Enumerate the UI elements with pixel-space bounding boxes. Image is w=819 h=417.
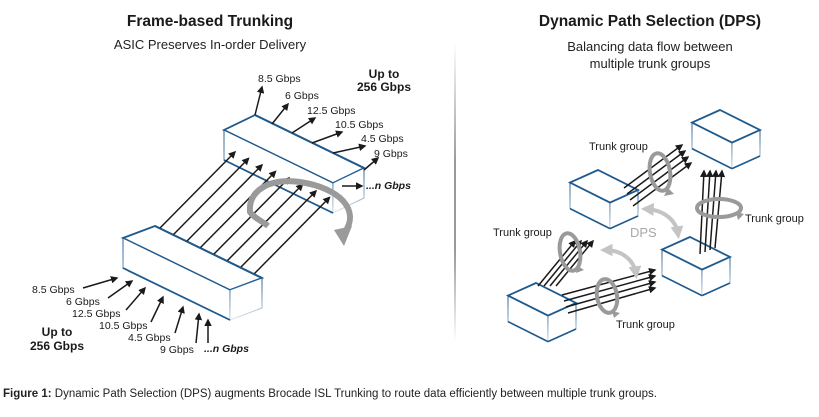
egress-rate-label: 10.5 Gbps bbox=[335, 119, 383, 131]
dps-label: DPS bbox=[630, 225, 657, 240]
rotation-arrow-tail-icon bbox=[247, 210, 270, 229]
trunk-arrow bbox=[567, 286, 657, 314]
figure-caption-text: Dynamic Path Selection (DPS) augments Br… bbox=[51, 388, 657, 400]
dps-subtitle-line2: multiple trunk groups bbox=[589, 56, 711, 71]
ingress-arrow bbox=[174, 305, 185, 334]
trunk-arrow bbox=[709, 169, 720, 251]
total-bandwidth-top-line2: 256 Gbps bbox=[357, 80, 411, 94]
panel-divider bbox=[454, 42, 456, 342]
switch-box-mid-right bbox=[659, 236, 733, 297]
trunk-arrow bbox=[537, 239, 576, 287]
ingress-rate-label: 6 Gbps bbox=[66, 296, 100, 308]
ingress-arrow bbox=[82, 276, 119, 289]
frame-trunking-title: Frame-based Trunking bbox=[126, 13, 294, 30]
ingress-rate-label: 9 Gbps bbox=[160, 344, 194, 356]
trunk-arrow bbox=[714, 169, 726, 249]
trunk-arrow bbox=[629, 156, 690, 201]
trunk-link-arrow bbox=[172, 157, 250, 236]
trunk-group-label: Trunk group bbox=[589, 141, 648, 153]
egress-arrow bbox=[254, 85, 265, 116]
dps-balance-arrows bbox=[599, 203, 684, 280]
trunk-rotation-icons bbox=[557, 151, 744, 318]
total-bandwidth-bottom-line1: Up to bbox=[42, 325, 73, 339]
egress-arrow bbox=[291, 117, 317, 134]
total-bandwidth-bottom-line2: 256 Gbps bbox=[30, 339, 84, 353]
trunk-link-arrow bbox=[186, 163, 264, 242]
ingress-arrow bbox=[125, 286, 146, 311]
ingress-arrow bbox=[107, 280, 134, 299]
trunk-arrow bbox=[565, 280, 657, 308]
trunk-arrow bbox=[623, 144, 684, 189]
ingress-rate-label: ...n Gbps bbox=[204, 343, 249, 355]
trunk-link-arrow bbox=[159, 150, 237, 229]
trunk-link-arrow bbox=[253, 196, 331, 275]
dps-subtitle: Balancing data flow between multiple tru… bbox=[500, 38, 800, 72]
trunk-arrow bbox=[555, 239, 594, 287]
switch-box-egress bbox=[221, 113, 367, 214]
trunk-arrow bbox=[704, 169, 714, 253]
switch-box-mid-left bbox=[567, 169, 641, 230]
dps-subtitle-line1: Balancing data flow between bbox=[567, 39, 733, 54]
ingress-arrows bbox=[82, 276, 212, 344]
switch-box-bottom-left bbox=[505, 282, 579, 343]
egress-rate-label: 9 Gbps bbox=[374, 148, 408, 160]
total-bandwidth-top-line1: Up to bbox=[369, 67, 400, 81]
egress-rate-label: ...n Gbps bbox=[366, 180, 411, 192]
egress-arrow bbox=[332, 143, 367, 154]
egress-arrows bbox=[254, 85, 380, 190]
ingress-rate-label: 4.5 Gbps bbox=[128, 332, 171, 344]
trunk-link-arrow bbox=[199, 170, 277, 249]
rotation-arrowhead-icon bbox=[334, 226, 352, 246]
ingress-arrow bbox=[194, 312, 203, 344]
trunk-group-label: Trunk group bbox=[616, 319, 675, 331]
egress-arrow bbox=[271, 102, 289, 125]
frame-trunking-subtitle: ASIC Preserves In-order Delivery bbox=[113, 37, 307, 52]
egress-rate-label: 8.5 Gbps bbox=[258, 73, 301, 85]
ingress-arrow bbox=[150, 295, 164, 323]
egress-rate-label: 4.5 Gbps bbox=[361, 133, 404, 145]
switch-box-ingress bbox=[120, 225, 265, 321]
trunk-arrow bbox=[626, 150, 687, 195]
trunk-arrow bbox=[632, 162, 693, 207]
egress-arrow bbox=[363, 157, 380, 171]
dps-trunk-arrows bbox=[537, 144, 726, 314]
trunk-group-label: Trunk group bbox=[493, 227, 552, 239]
trunk-link-arrow bbox=[240, 189, 318, 268]
egress-arrow bbox=[311, 130, 344, 144]
figure-caption: Figure 1: Dynamic Path Selection (DPS) a… bbox=[3, 388, 657, 400]
figure-caption-label: Figure 1: bbox=[3, 388, 52, 400]
ingress-rate-label: 12.5 Gbps bbox=[72, 308, 120, 320]
switch-box-top-right bbox=[689, 109, 763, 170]
dps-title: Dynamic Path Selection (DPS) bbox=[538, 13, 762, 30]
rotation-arrow-icon bbox=[246, 178, 353, 235]
dps-switch-boxes bbox=[505, 109, 763, 343]
trunk-arrow bbox=[563, 273, 657, 302]
egress-rate-label: 12.5 Gbps bbox=[307, 105, 355, 117]
trunk-group-label: Trunk group bbox=[745, 213, 804, 225]
ingress-rate-label: 8.5 Gbps bbox=[32, 284, 75, 296]
ingress-rate-label: 10.5 Gbps bbox=[99, 320, 147, 332]
egress-rate-label: 6 Gbps bbox=[285, 90, 319, 102]
